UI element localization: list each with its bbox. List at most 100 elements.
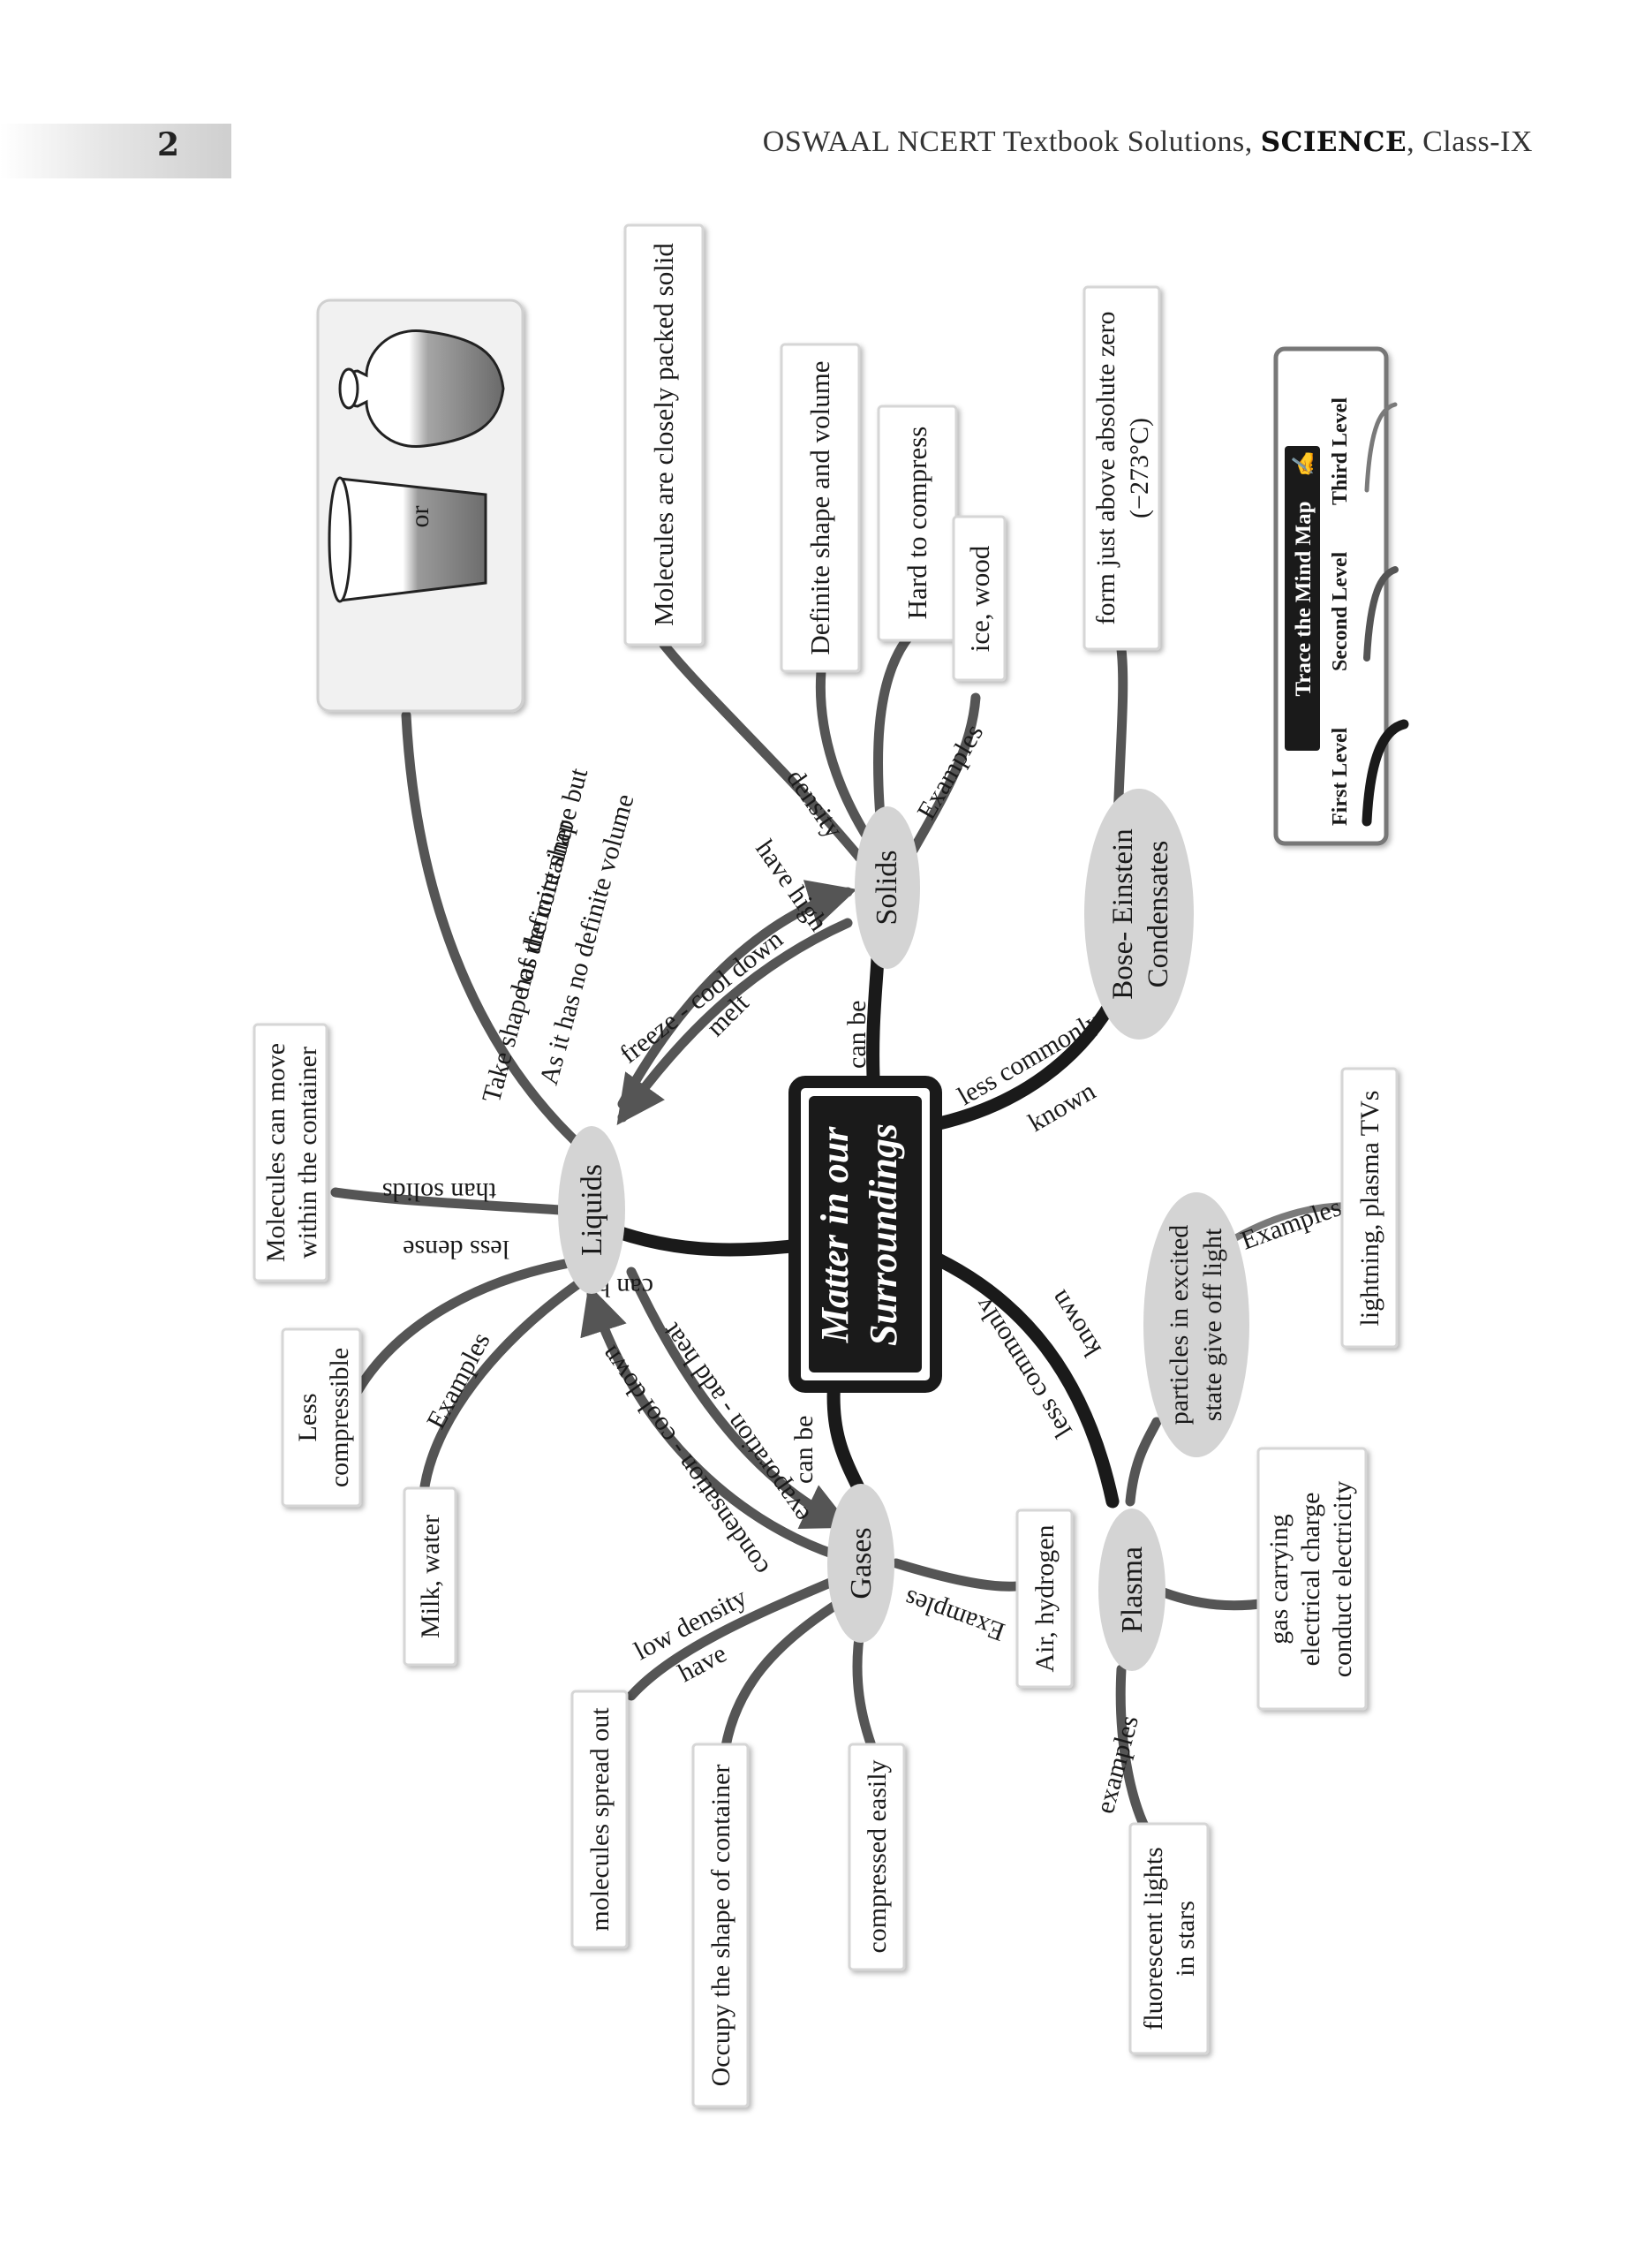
legend-title: Trace the Mind Map xyxy=(1292,501,1316,696)
header-publisher: OSWAAL NCERT Textbook Solutions, xyxy=(762,125,1261,158)
link-freeze xyxy=(617,880,857,1109)
node-plasma-excited xyxy=(1143,1192,1249,1457)
box-gas-examples-text: Air, hydrogen xyxy=(1030,1524,1060,1672)
link-liquids-shape xyxy=(401,710,588,1153)
link-gases-lowdensity xyxy=(626,1576,840,1701)
label-less-dense: less dense xyxy=(403,1235,509,1264)
link-gases-occupy xyxy=(719,1598,844,1763)
label-solid-examples: Examples xyxy=(911,720,989,825)
node-excited-line2: state give off light xyxy=(1198,1228,1227,1421)
vase-icon xyxy=(338,329,505,449)
box-plasma-charge-line2: electrical charge xyxy=(1296,1493,1325,1667)
link-center-liquids xyxy=(611,1225,806,1257)
box-solid-hard: Hard to compress xyxy=(877,405,958,642)
box-plasma-stars: fluorescent lights in stars xyxy=(1128,1822,1210,2055)
legend-third-level-line xyxy=(1364,402,1398,493)
legend-third-level: Third Level xyxy=(1329,397,1352,505)
legend-second-level-line xyxy=(1363,566,1399,662)
link-liquids-compress xyxy=(352,1258,575,1396)
label-gas-examples: Examples xyxy=(901,1584,1008,1646)
box-gas-examples: Air, hydrogen xyxy=(1015,1509,1074,1689)
node-liquids-label: Liquids xyxy=(576,1164,608,1256)
box-plasma-stars-line1: fluorescent lights xyxy=(1139,1847,1168,2030)
link-solids-density xyxy=(659,639,875,875)
label-have: have xyxy=(674,1638,732,1688)
node-liquids xyxy=(558,1126,625,1294)
link-plasma-charge xyxy=(1151,1584,1272,1611)
box-bec: form just above absolute zero (−273°C) xyxy=(1082,285,1161,651)
link-evaporation xyxy=(626,1267,852,1529)
container-illustration-box: or xyxy=(316,299,524,713)
label-freeze: freeze - cool down xyxy=(615,925,788,1070)
box-liquid-compress: Less compressible xyxy=(281,1327,362,1508)
box-liquid-examples: Milk, water xyxy=(403,1486,457,1667)
box-solid-hard-text: Hard to compress xyxy=(901,427,932,620)
box-liquid-move-line1: Molecules can move xyxy=(261,1043,290,1262)
link-gases-compressed xyxy=(852,1620,879,1758)
text-boxes: Molecules are closely packed solid Defin… xyxy=(253,223,1399,2108)
page-number: 2 xyxy=(157,126,180,163)
node-plasma-label: Plasma xyxy=(1116,1546,1149,1633)
label-can-be-gases: can be xyxy=(789,1416,818,1484)
label-than-solids: than solids xyxy=(382,1177,496,1206)
box-plasma-charge-line3: conduct electricity xyxy=(1328,1481,1357,1677)
box-liquid-compress-line2: compressible xyxy=(325,1348,354,1487)
link-gases-examples xyxy=(891,1558,1030,1592)
legend-box: Trace the Mind Map ✍ First Level Second … xyxy=(1273,346,1409,846)
legend-first-level-line xyxy=(1362,719,1409,827)
node-bec xyxy=(1084,789,1194,1040)
link-condensation xyxy=(580,1284,840,1560)
link-center-plasma xyxy=(920,1247,1120,1509)
box-gas-spread: molecules spread out xyxy=(570,1690,629,1949)
state-nodes: Solids Liquids Gases Plasma Bose- Einste… xyxy=(558,789,1249,1671)
node-solids xyxy=(855,806,920,969)
node-gases-label: Gases xyxy=(845,1527,878,1599)
node-bec-label-line2: Condensates xyxy=(1143,841,1174,988)
box-liquid-examples-text: Milk, water xyxy=(416,1515,445,1638)
node-excited-line1: particles in excited xyxy=(1165,1225,1194,1425)
node-gases xyxy=(827,1484,894,1643)
box-liquid-move-line2: within the container xyxy=(293,1047,322,1259)
box-plasma-tv-text: lightning, plasma TVs xyxy=(1355,1091,1384,1327)
node-bec-label-line1: Bose- Einstein xyxy=(1107,828,1139,999)
center-title-line1: Matter in our xyxy=(813,1126,856,1343)
label-plasma-examples-top: Examples xyxy=(1237,1192,1345,1255)
box-solid-definite: Definite shape and volume xyxy=(780,343,861,673)
box-bec-line2: (−273°C) xyxy=(1125,418,1154,518)
box-plasma-charge: gas carrying electrical charge conduct e… xyxy=(1256,1447,1368,1711)
center-title-line2: Surroundings xyxy=(862,1123,905,1346)
link-liquids-move xyxy=(330,1187,566,1215)
node-solids-label: Solids xyxy=(871,850,903,925)
box-liquid-compress-line1: Less xyxy=(293,1394,322,1442)
link-solids-examples xyxy=(904,692,981,862)
label-liquid-examples: Examples xyxy=(421,1327,496,1433)
box-gas-occupy: Occupy the shape of container xyxy=(691,1743,750,2108)
center-node: Matter in our Surroundings xyxy=(788,1076,942,1393)
hand-icon: ✍ xyxy=(1292,450,1316,477)
box-plasma-tv: lightning, plasma TVs xyxy=(1340,1067,1399,1349)
box-liquid-move: Molecules can move within the container xyxy=(253,1023,328,1282)
link-plasma-excited xyxy=(1125,1417,1162,1507)
legend-first-level: First Level xyxy=(1329,727,1352,826)
header-class: , Class-IX xyxy=(1407,125,1533,158)
box-plasma-stars-line2: in stars xyxy=(1171,1901,1200,1977)
label-can-be-solids: can be xyxy=(842,1001,871,1069)
header-subject: SCIENCE xyxy=(1260,126,1407,158)
page-number-tab xyxy=(0,124,231,178)
box-solid-packed: Molecules are closely packed solid xyxy=(623,223,705,647)
box-bec-line1: form just above absolute zero xyxy=(1091,312,1120,625)
node-plasma xyxy=(1098,1509,1165,1671)
running-header: OSWAAL NCERT Textbook Solutions, SCIENCE… xyxy=(763,125,1533,159)
container-or-label: or xyxy=(405,506,434,528)
link-melt xyxy=(616,918,853,1125)
legend-second-level: Second Level xyxy=(1329,551,1352,671)
box-gas-spread-text: molecules spread out xyxy=(585,1707,615,1932)
box-solid-packed-text: Molecules are closely packed solid xyxy=(648,243,679,626)
glass-icon xyxy=(328,476,487,603)
box-plasma-charge-line1: gas carrying xyxy=(1264,1514,1294,1644)
box-gas-compressed: compressed easily xyxy=(848,1743,906,1971)
box-gas-compressed-text: compressed easily xyxy=(863,1759,892,1953)
box-solid-examples-text: ice, wood xyxy=(964,545,995,652)
box-solid-examples: ice, wood xyxy=(952,515,1007,682)
